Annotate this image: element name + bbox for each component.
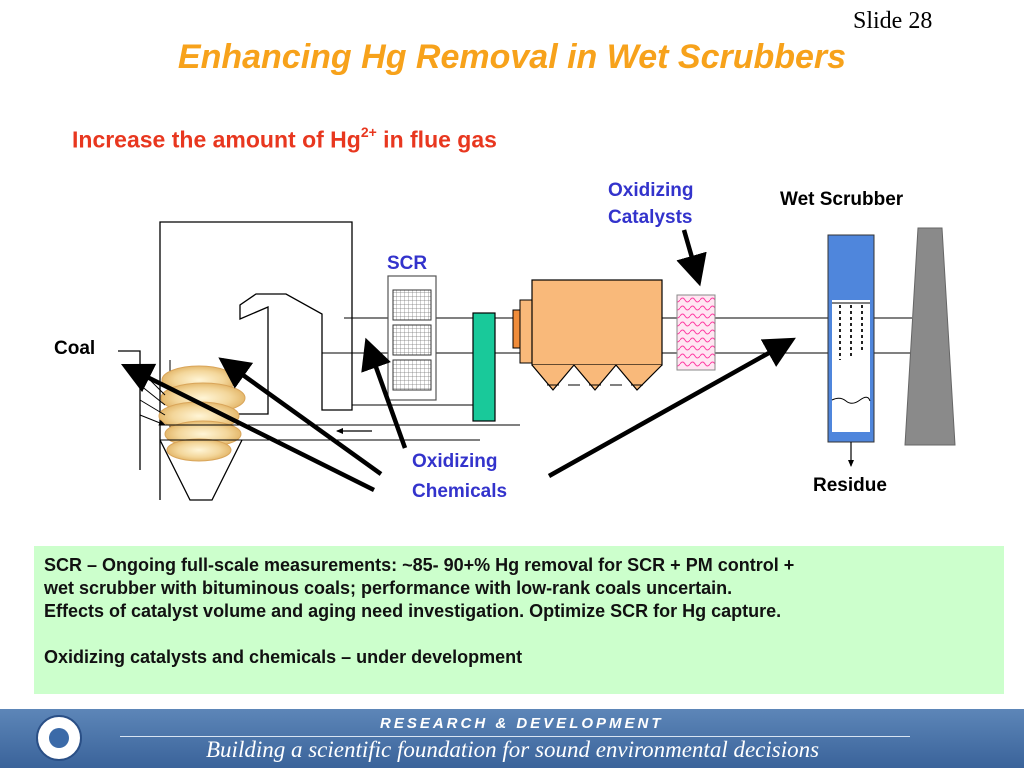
spray-nozzle-icon [839,305,863,360]
scr-pointer-arrow-icon [361,337,408,449]
coal-feed [118,350,165,470]
subtitle-superscript: 2+ [360,124,377,140]
catalyst-pointer-arrow-icon [676,229,707,287]
label-residue: Residue [813,475,887,496]
scr-unit [387,275,437,401]
info-line: SCR – Ongoing full-scale measurements: ~… [44,555,795,575]
info-line: Effects of catalyst volume and aging nee… [44,601,782,621]
footer-divider [120,736,910,737]
coal-pointer-arrow-icon [120,363,376,493]
label-wet-scrubber: Wet Scrubber [780,189,904,210]
footer-heading: RESEARCH & DEVELOPMENT [380,715,664,732]
duct-pointer-arrow-icon [547,337,796,478]
oxidizing-catalyst-bed [676,294,716,371]
slide-title: Enhancing Hg Removal in Wet Scrubbers [177,38,847,76]
burner-flame-icon [158,365,246,462]
boiler-pointer-arrow-icon [218,357,383,476]
agency-seal-icon [36,715,82,761]
slide-number: Slide 28 [853,8,933,34]
duct-injection-section [472,312,496,422]
label-oxidizing-chemicals-2: Chemicals [412,481,508,502]
info-line: wet scrubber with bituminous coals; perf… [44,578,733,598]
info-line: Oxidizing catalysts and chemicals – unde… [44,647,523,667]
slide-subtitle: Increase the amount of Hg2+ in flue gas [72,124,497,154]
subtitle-prefix: Increase the amount of Hg [72,126,361,153]
label-coal: Coal [54,338,96,359]
subtitle-suffix: in flue gas [376,126,497,153]
label-oxidizing-chemicals-1: Oxidizing [412,451,498,472]
particulate-collector [512,279,663,391]
wet-scrubber [827,234,875,467]
label-oxidizing-catalysts-1: Oxidizing [608,180,694,201]
label-scr: SCR [387,253,428,274]
stack [904,227,956,446]
process-diagram [118,221,956,501]
footer-banner: RESEARCH & DEVELOPMENT Building a scient… [0,709,1024,768]
pointer-arrows [120,229,796,493]
footer-tagline: Building a scientific foundation for sou… [206,737,820,762]
label-oxidizing-catalysts-2: Catalysts [608,207,693,228]
info-box: SCR – Ongoing full-scale measurements: ~… [34,546,1004,694]
